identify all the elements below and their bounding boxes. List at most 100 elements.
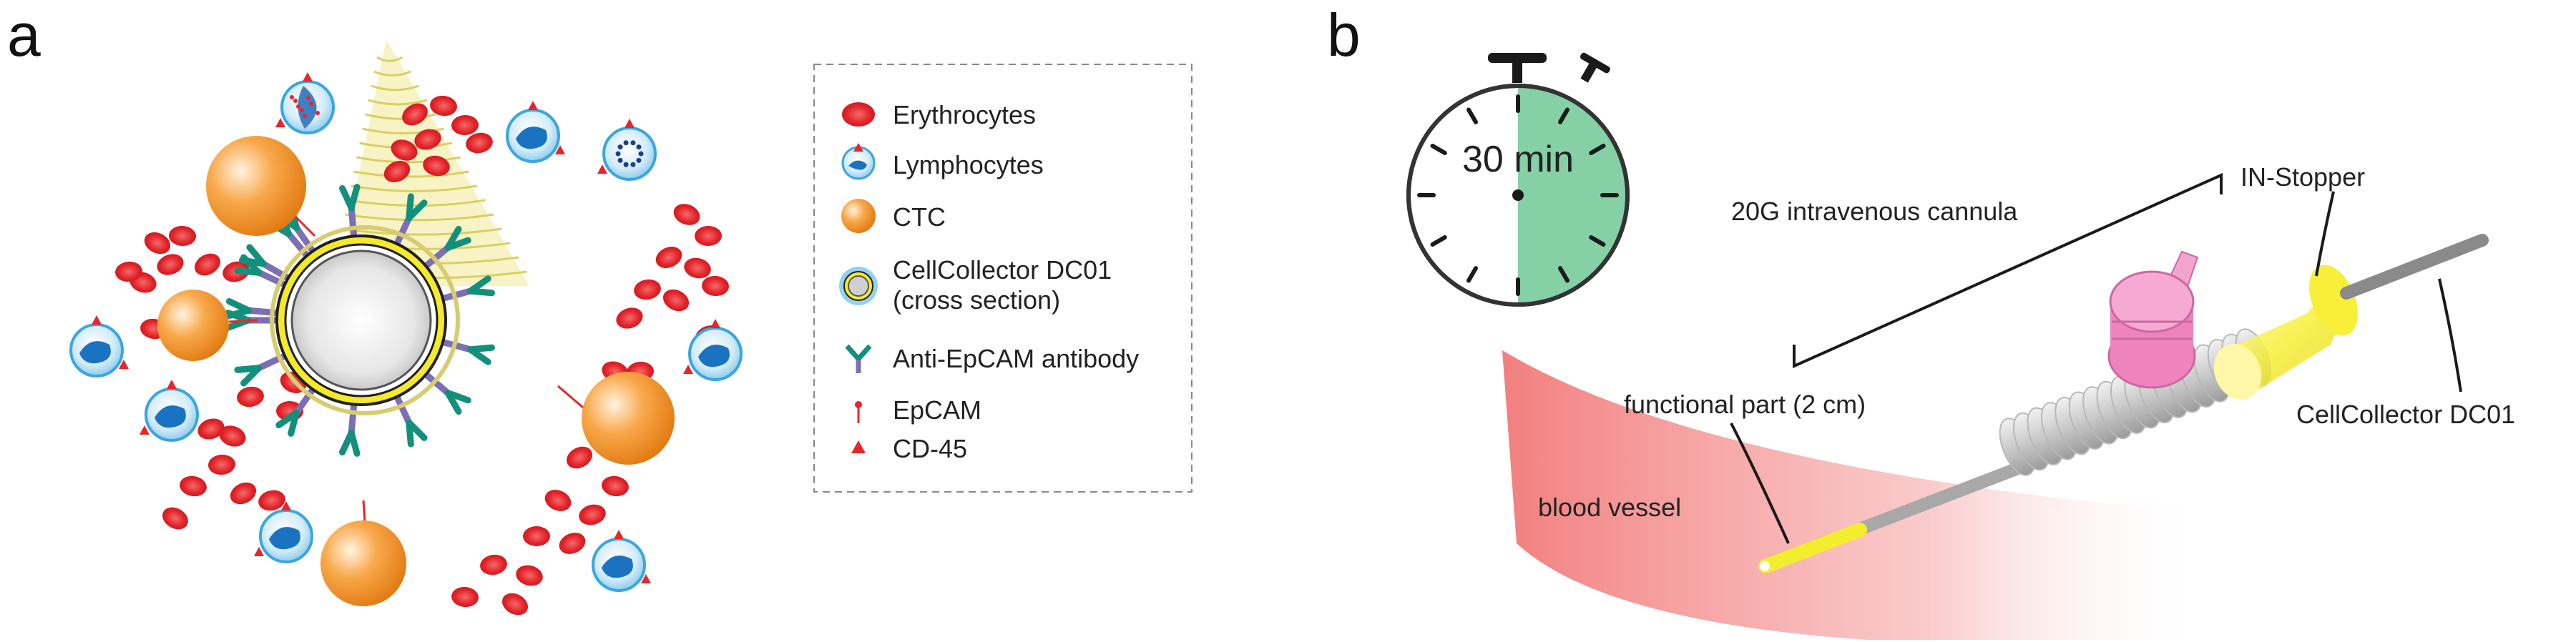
erythrocyte-cell [544, 490, 572, 511]
legend-label: CTC [893, 202, 946, 232]
legend-label: Anti-EpCAM antibody [893, 344, 1139, 373]
blood-vessel-label: blood vessel [1538, 493, 1681, 522]
epcam-link [228, 319, 258, 323]
antibody-stem [394, 214, 413, 246]
antibody-stem [394, 395, 413, 426]
erythrocyte-cell [695, 225, 722, 247]
antibody-stem [441, 287, 474, 302]
antibody-arm [467, 287, 495, 297]
epcam-link [557, 385, 584, 409]
lymphocyte-cell [275, 72, 335, 134]
in-stopper-label: IN-Stopper [2240, 162, 2365, 192]
antibody-arm [246, 244, 267, 267]
legend-label: Erythrocytes [893, 100, 1036, 129]
erythrocyte-cell [451, 586, 479, 608]
erythrocyte-cell [559, 533, 586, 554]
erythrocyte-cell [501, 593, 529, 616]
erythrocyte-cell [579, 504, 606, 525]
erythrocyte-cell [662, 289, 690, 312]
erythrocyte-cell [516, 565, 543, 586]
antibody-arm [225, 298, 253, 314]
erythrocyte-cell [219, 425, 246, 447]
antibody-arm [467, 346, 491, 365]
erythrocyte-cell [566, 446, 593, 469]
erythrocyte-cell [180, 475, 207, 497]
antibody-stem [423, 244, 451, 269]
cd45-marker [139, 425, 150, 435]
erythrocyte-cell [684, 257, 711, 279]
cd45-marker [275, 118, 285, 127]
lymphocyte-cell [139, 380, 199, 442]
legend: Erythrocytes Lymphocytes CTC CellCollect… [813, 64, 1192, 493]
legend-label: CellCollector DC01 [893, 255, 1112, 285]
erythrocyte-cell [616, 307, 643, 329]
erythrocyte-icon [842, 102, 875, 127]
legend-label: Lymphocytes [893, 150, 1044, 179]
cd45-marker [528, 101, 538, 110]
antibody-arm [240, 254, 263, 276]
cannula-bracket [1793, 172, 2223, 369]
device-handle-rod [2340, 234, 2489, 300]
erythrocyte-cell [451, 114, 479, 136]
erythrocyte-cell [602, 475, 629, 497]
stopwatch-tick [1558, 266, 1569, 283]
lymphocyte-icon [841, 143, 876, 180]
erythrocyte-cell [157, 254, 184, 275]
erythrocyte-cell [402, 103, 428, 126]
cellcollector-cross-section [270, 225, 460, 415]
erythrocyte-cell [480, 554, 507, 576]
stopwatch-crown [1488, 53, 1547, 63]
panel-b-letter: b [1327, 1, 1361, 69]
erythrocyte-cell [383, 160, 411, 183]
stopwatch-tick [1430, 144, 1447, 155]
legend-label: EpCAM [893, 395, 981, 425]
erythrocyte-cell [115, 261, 142, 282]
timer-label: 30 min [1462, 139, 1574, 180]
erythrocyte-cell [391, 139, 418, 161]
stopwatch-tick [1589, 235, 1606, 247]
erythrocyte-cell [430, 95, 457, 117]
device-label: CellCollector DC01 [2296, 400, 2515, 429]
cd45-marker [303, 72, 313, 82]
stopwatch: 30 min [1406, 52, 1630, 307]
antibody-arm [348, 184, 361, 212]
erythrocyte-cell [208, 454, 235, 475]
cd45-marker [254, 547, 264, 556]
legend-item-erythrocytes: Erythrocytes [842, 100, 1036, 129]
erythrocyte-cell [169, 225, 196, 247]
stopwatch-elapsed-sector [1518, 86, 1627, 305]
lymphocyte-cell [683, 319, 743, 381]
stopwatch-button [1580, 52, 1610, 74]
ctc-cell [206, 136, 306, 236]
lymphocyte-cell [597, 119, 657, 181]
legend-label-line2: (cross section) [893, 285, 1060, 315]
erythrocyte-cell [258, 490, 285, 511]
functional-part-label: functional part (2 cm) [1624, 390, 1866, 419]
antibody-arm [406, 419, 414, 448]
epcam-icon [855, 401, 862, 423]
lymphocyte-group [69, 72, 743, 592]
antibody-stem [348, 403, 358, 436]
lymphocyte-cell [254, 501, 313, 563]
leader-lines [1730, 191, 2462, 544]
erythrocyte-cell [230, 482, 257, 505]
ctc-cell [320, 520, 406, 606]
erythrocyte-cell [702, 275, 729, 297]
legend-item-antibody: Anti-EpCAM antibody [845, 344, 1139, 373]
ctc-cell [582, 372, 675, 465]
legend-item-epcam: EpCAM [855, 395, 981, 425]
antibody-stem [348, 204, 358, 238]
stopwatch-tick [1558, 107, 1569, 124]
antibody-arm [444, 390, 462, 415]
functional-part [1758, 523, 1867, 573]
antibody-stem [441, 339, 474, 353]
lymphocyte-cell [69, 315, 129, 377]
legend-border [813, 64, 1192, 493]
cd45-marker [92, 315, 102, 325]
ctc-group [157, 136, 675, 606]
cd45-marker [555, 145, 565, 154]
cd45-marker [641, 574, 651, 583]
antibody-arm [234, 365, 263, 373]
antibody-arm [406, 199, 428, 222]
